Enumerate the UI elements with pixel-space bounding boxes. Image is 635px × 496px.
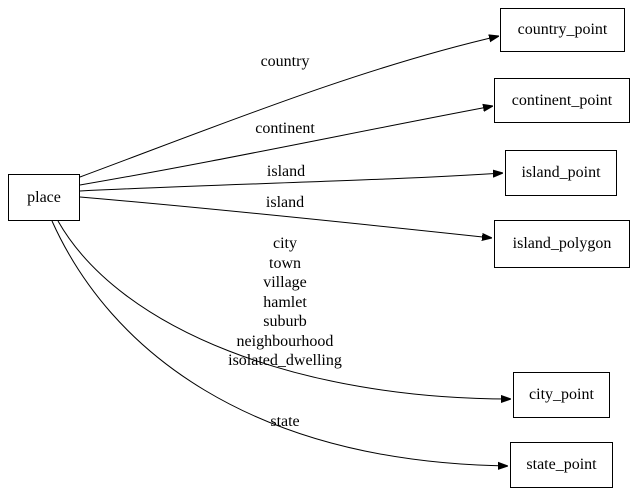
edge-place-island_point: [79, 173, 503, 192]
edge-label-city-types: city town village hamlet suburb neighbou…: [228, 234, 342, 371]
edge-place-island_polygon: [79, 196, 492, 238]
edge-label-line-city: city: [272, 235, 297, 252]
edge-label-line-hamlet: hamlet: [263, 293, 307, 311]
node-place: place: [8, 174, 80, 221]
edge-label-island-polygon: island: [265, 194, 305, 211]
edge-place-country_point: [79, 36, 499, 178]
node-continent_point: continent_point: [494, 78, 630, 123]
edge-label-state: state: [270, 413, 300, 430]
node-state_point: state_point: [510, 442, 613, 488]
node-island_point: island_point: [505, 150, 617, 196]
edge-place-state_point: [51, 220, 508, 466]
node-city_point: city_point: [513, 372, 610, 418]
edge-label-island-point: island: [266, 163, 306, 180]
edge-place-city_point: [57, 220, 511, 399]
edge-label-line-town: town: [268, 254, 301, 272]
node-country_point: country_point: [500, 8, 625, 52]
edge-label-line-suburb: suburb: [263, 313, 307, 330]
edge-label-continent: continent: [255, 120, 315, 137]
edge-label-line-isolated_dwelling: isolated_dwelling: [228, 352, 342, 369]
edge-label-country: country: [260, 53, 310, 70]
edge-place-continent_point: [79, 106, 493, 186]
edge-label-line-neighbourhood: neighbourhood: [236, 332, 334, 350]
edge-label-line-village: village: [263, 274, 307, 291]
node-island_polygon: island_polygon: [494, 220, 630, 268]
